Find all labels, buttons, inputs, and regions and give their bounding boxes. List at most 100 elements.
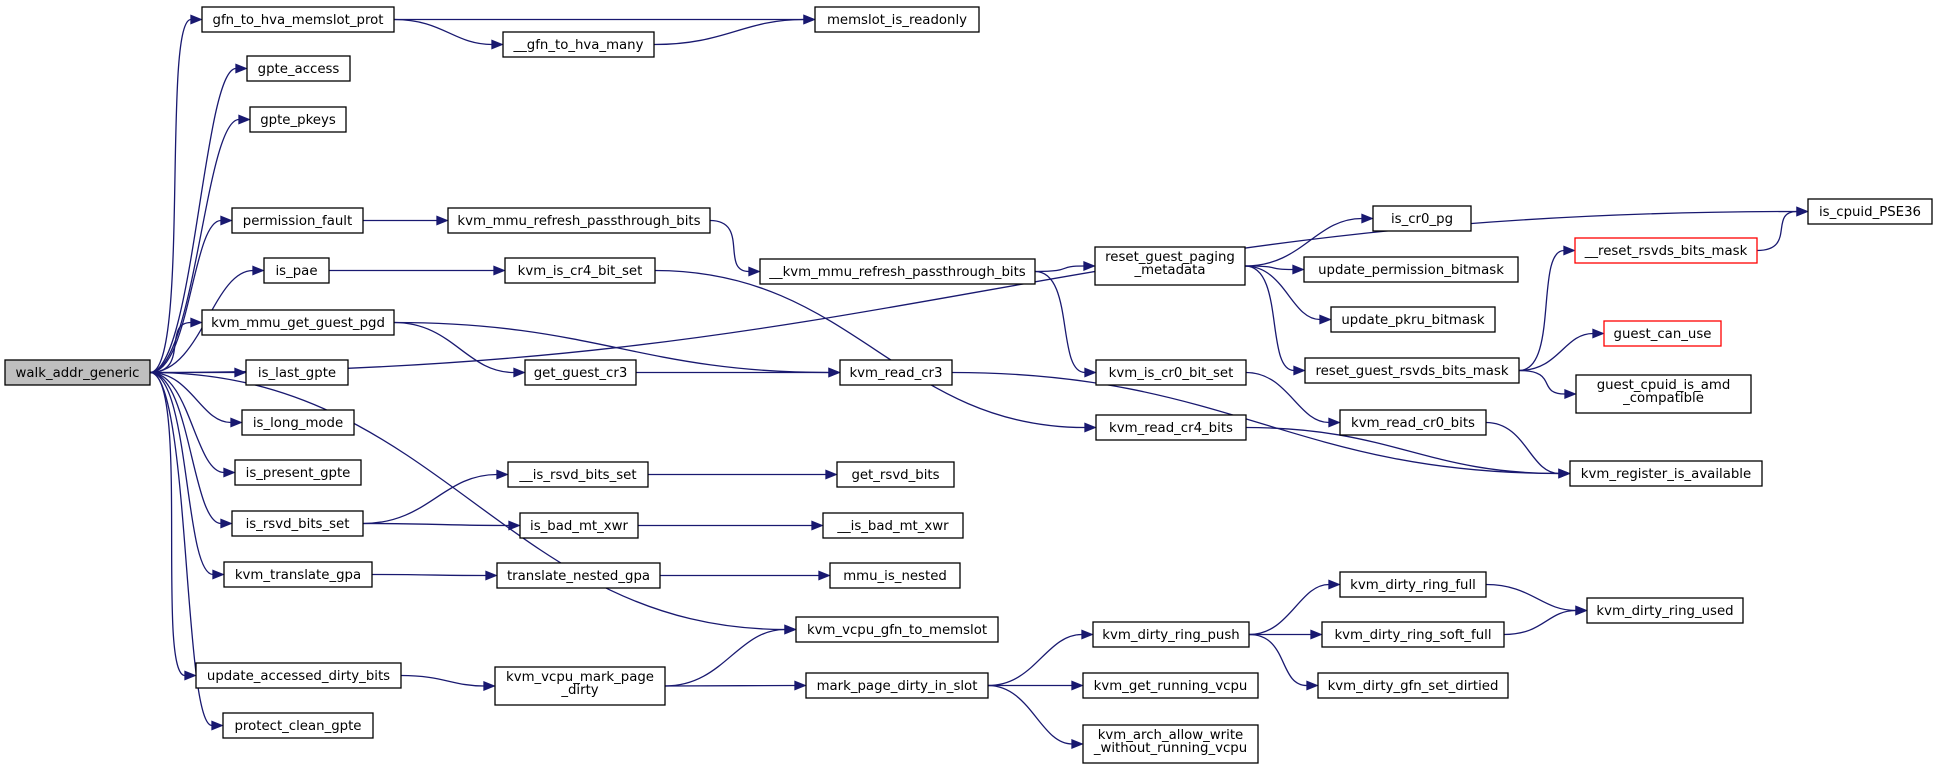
- node-box: [1372, 205, 1472, 232]
- node-label: guest_cpuid_is_amd_compatible: [1597, 378, 1731, 406]
- node-kvm-read-cr3[interactable]: kvm_read_cr3: [839, 359, 953, 386]
- node-kvm-register-is-available[interactable]: kvm_register_is_available: [1569, 460, 1763, 487]
- edge-walk-addr-generic-to-is-cpuid-pse36: [149, 206, 1809, 374]
- node-label: guest_can_use: [1614, 327, 1712, 342]
- node-kvm-read-cr4-bits[interactable]: kvm_read_cr4_bits: [1095, 414, 1247, 441]
- node-guest-cpuid-is-amd-compatible[interactable]: guest_cpuid_is_amd_compatible: [1575, 374, 1752, 414]
- node-box: [1303, 256, 1519, 283]
- node-kvm-is-cr0-bit-set[interactable]: kvm_is_cr0_bit_set: [1095, 359, 1247, 386]
- node-box: [1603, 320, 1722, 347]
- node-box: [222, 712, 374, 739]
- edge-is-pae-to-kvm-is-cr4-bit-set: [328, 265, 506, 276]
- edge-walk-addr-generic-to-gfn-to-hva-memslot-prot: [149, 14, 203, 374]
- node-label: kvm_read_cr0_bits: [1351, 416, 1475, 431]
- node-box: [1575, 374, 1752, 414]
- node-gfn-to-hva-memslot-prot[interactable]: gfn_to_hva_memslot_prot: [201, 6, 395, 33]
- node-label: update_permission_bitmask: [1318, 263, 1504, 278]
- node-translate-nested-gpa[interactable]: translate_nested_gpa: [496, 562, 661, 589]
- node-kvm-read-cr0-bits[interactable]: kvm_read_cr0_bits: [1339, 409, 1487, 436]
- node-kvm-dirty-ring-push[interactable]: kvm_dirty_ring_push: [1092, 621, 1250, 648]
- edge-is-rsvd-bits-set-to-is-rsvd-bits-set: [362, 469, 509, 525]
- edge-kvm-is-cr4-bit-set-to-kvm-read-cr4-bits: [654, 269, 1097, 433]
- node-update-permission-bitmask[interactable]: update_permission_bitmask: [1303, 256, 1519, 283]
- edge-reset-guest-rsvds-bits-mask-to-guest-cpuid-is-amd-compatible: [1518, 369, 1577, 399]
- edge-kvm-dirty-ring-push-to-kvm-dirty-gfn-set-dirtied: [1248, 633, 1319, 691]
- node-get-guest-cr3[interactable]: get_guest_cr3: [524, 359, 637, 386]
- call-graph-nodes: walk_addr_generic gfn_to_hva_memslot_prot…: [4, 6, 1933, 764]
- edge-walk-addr-generic-to-kvm-mmu-get-guest-pgd: [149, 317, 203, 374]
- node-permission-fault[interactable]: permission_fault: [231, 207, 364, 234]
- node-memslot-is-readonly[interactable]: memslot_is_readonly: [814, 6, 980, 33]
- node-box: [1339, 409, 1487, 436]
- node-guest-can-use[interactable]: guest_can_use: [1603, 320, 1722, 347]
- node-is-long-mode[interactable]: is_long_mode: [241, 409, 355, 436]
- node-walk-addr-generic[interactable]: walk_addr_generic: [4, 359, 151, 386]
- edge-reset-guest-paging-metadata-to-is-cr0-pg: [1244, 213, 1374, 267]
- node-kvm-dirty-ring-used[interactable]: kvm_dirty_ring_used: [1586, 597, 1744, 624]
- node-mmu-is-nested[interactable]: mmu_is_nested: [829, 562, 961, 589]
- node-box: [234, 459, 362, 486]
- node-label: gpte_pkeys: [260, 113, 336, 128]
- node-kvm-vcpu-gfn-to-memslot[interactable]: kvm_vcpu_gfn_to_memslot: [795, 616, 999, 643]
- node-kvm-arch-allow-write-without-running-vcpu[interactable]: kvm_arch_allow_write_without_running_vcp…: [1082, 724, 1259, 764]
- node-is-cr0-pg[interactable]: is_cr0_pg: [1372, 205, 1472, 232]
- node-kvm-translate-gpa[interactable]: kvm_translate_gpa: [223, 561, 373, 588]
- node-kvm-mmu-refresh-passthrough-bits[interactable]: __kvm_mmu_refresh_passthrough_bits: [759, 258, 1036, 285]
- node-box: [519, 512, 639, 539]
- node-is-last-gpte[interactable]: is_last_gpte: [245, 359, 349, 386]
- node-label: kvm_translate_gpa: [235, 568, 361, 583]
- node-is-cpuid-pse36[interactable]: is_cpuid_PSE36: [1807, 198, 1933, 225]
- edge-walk-addr-generic-to-gpte-pkeys: [149, 114, 251, 374]
- edge-kvm-dirty-ring-full-to-kvm-dirty-ring-used: [1485, 583, 1588, 616]
- node-label: __gfn_to_hva_many: [513, 38, 644, 53]
- edge-kvm-dirty-ring-push-to-kvm-dirty-ring-soft-full: [1249, 629, 1323, 640]
- node-box: [1317, 672, 1509, 699]
- node-is-pae[interactable]: is_pae: [263, 257, 330, 284]
- node-gfn-to-hva-many[interactable]: __gfn_to_hva_many: [502, 31, 655, 58]
- node-label: kvm_dirty_ring_push: [1102, 628, 1239, 643]
- node-label: __kvm_mmu_refresh_passthrough_bits: [768, 265, 1026, 280]
- node-kvm-vcpu-mark-page-dirty[interactable]: kvm_vcpu_mark_page_dirty: [494, 666, 666, 706]
- edge-kvm-mmu-get-guest-pgd-to-get-guest-cr3: [393, 321, 526, 378]
- node-protect-clean-gpte[interactable]: protect_clean_gpte: [222, 712, 374, 739]
- node-box: [241, 409, 355, 436]
- edge-is-rsvd-bits-set-to-is-bad-mt-xwr: [362, 520, 521, 531]
- node-kvm-dirty-ring-full[interactable]: kvm_dirty_ring_full: [1339, 571, 1487, 598]
- node-reset-guest-rsvds-bits-mask[interactable]: reset_guest_rsvds_bits_mask: [1304, 357, 1520, 384]
- node-box: [223, 561, 373, 588]
- node-kvm-mmu-get-guest-pgd[interactable]: kvm_mmu_get_guest_pgd: [201, 309, 395, 336]
- node-gpte-pkeys[interactable]: gpte_pkeys: [249, 106, 347, 133]
- node-label: kvm_arch_allow_write_without_running_vcp…: [1093, 728, 1247, 756]
- node-kvm-dirty-gfn-set-dirtied[interactable]: kvm_dirty_gfn_set_dirtied: [1317, 672, 1509, 699]
- edge-kvm-vcpu-mark-page-dirty-to-mark-page-dirty-in-slot: [664, 680, 807, 691]
- node-kvm-get-running-vcpu[interactable]: kvm_get_running_vcpu: [1082, 672, 1259, 699]
- edge-kvm-dirty-ring-soft-full-to-kvm-dirty-ring-used: [1503, 605, 1588, 636]
- node-is-bad-mt-xwr[interactable]: __is_bad_mt_xwr: [822, 512, 964, 539]
- node-is-bad-mt-xwr[interactable]: is_bad_mt_xwr: [519, 512, 639, 539]
- node-is-present-gpte[interactable]: is_present_gpte: [234, 459, 362, 486]
- node-reset-rsvds-bits-mask[interactable]: __reset_rsvds_bits_mask: [1574, 237, 1758, 264]
- node-kvm-mmu-refresh-passthrough-bits[interactable]: kvm_mmu_refresh_passthrough_bits: [447, 207, 711, 234]
- edge-gfn-to-hva-memslot-prot-to-gfn-to-hva-many: [393, 18, 504, 50]
- node-is-rsvd-bits-set[interactable]: __is_rsvd_bits_set: [507, 461, 649, 488]
- node-update-pkru-bitmask[interactable]: update_pkru_bitmask: [1330, 306, 1496, 333]
- node-box: [1095, 414, 1247, 441]
- node-box: [263, 257, 330, 284]
- node-mark-page-dirty-in-slot[interactable]: mark_page_dirty_in_slot: [805, 672, 989, 699]
- node-get-rsvd-bits[interactable]: get_rsvd_bits: [836, 461, 955, 488]
- node-label: gfn_to_hva_memslot_prot: [213, 13, 384, 28]
- node-reset-guest-paging-metadata[interactable]: reset_guest_paging_metadata: [1094, 246, 1246, 286]
- node-box: [759, 258, 1036, 285]
- node-label: kvm_read_cr3: [849, 366, 942, 381]
- node-is-rsvd-bits-set[interactable]: is_rsvd_bits_set: [231, 510, 364, 537]
- node-label: is_last_gpte: [258, 366, 336, 381]
- node-update-accessed-dirty-bits[interactable]: update_accessed_dirty_bits: [195, 662, 402, 689]
- node-label: is_rsvd_bits_set: [246, 517, 350, 532]
- node-gpte-access[interactable]: gpte_access: [246, 55, 351, 82]
- edge-reset-guest-paging-metadata-to-reset-guest-rsvds-bits-mask: [1244, 265, 1306, 376]
- node-box: [195, 662, 402, 689]
- edge-mark-page-dirty-in-slot-to-kvm-arch-allow-write-without-running-vcpu: [987, 684, 1084, 749]
- node-kvm-dirty-ring-soft-full[interactable]: kvm_dirty_ring_soft_full: [1321, 621, 1505, 648]
- node-kvm-is-cr4-bit-set[interactable]: kvm_is_cr4_bit_set: [504, 257, 656, 284]
- node-label: is_cr0_pg: [1391, 212, 1453, 227]
